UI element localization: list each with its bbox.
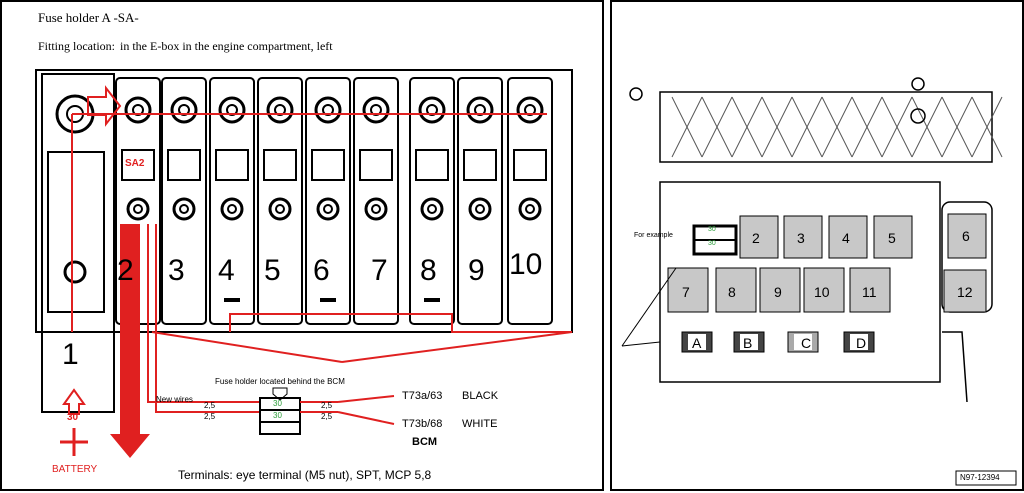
terminal-30-label: 30 [67, 412, 79, 423]
lattice-housing [659, 91, 993, 163]
main-fuse-body [47, 151, 105, 313]
fuse-slot [161, 77, 207, 325]
relay-box-diagram [621, 77, 1017, 486]
mount-hole-left [629, 87, 643, 101]
new-wire-1 [147, 224, 260, 403]
relay-6: 6 [962, 228, 970, 244]
fuse-block-outline [35, 69, 573, 333]
new-wire-2 [155, 224, 260, 413]
fuse-columns [115, 77, 553, 325]
relay-block [759, 267, 801, 313]
relay-8: 8 [728, 284, 736, 300]
relay-block [803, 267, 845, 313]
figure-id-box [955, 470, 1017, 486]
output-arrow [110, 224, 150, 458]
relay-12: 12 [957, 284, 973, 300]
mount-hole-top [911, 77, 925, 91]
inline-fuse-value-2: 30 [273, 411, 282, 420]
relay-block [667, 267, 709, 313]
example-fuse-value-2: 30 [708, 240, 716, 247]
fuse-slot [457, 77, 503, 325]
panel-title: Fuse holder A -SA- [38, 10, 139, 25]
fuse-slot [409, 77, 455, 325]
relay-block [943, 269, 987, 313]
connector-black: T73a/63 [402, 390, 443, 402]
fuse-holder-diagram [35, 69, 573, 458]
fuse-slot [353, 77, 399, 325]
fuse-number-10: 10 [509, 248, 543, 281]
relay-10: 10 [814, 284, 830, 300]
relay-box-panel: For example 30 30 2 3 4 5 6 7 8 9 10 11 … [610, 0, 1024, 491]
fuse-number-2: 2 [117, 254, 134, 287]
terminals-note: Terminals: eye terminal (M5 nut), SPT, M… [178, 468, 432, 482]
down-arrow-icon [272, 387, 288, 401]
terminal-arrow [62, 388, 86, 415]
relay-box-body [659, 181, 941, 383]
color-black: BLACK [462, 390, 499, 402]
connector-a: A [692, 335, 702, 351]
new-wires-label: New wires [156, 395, 193, 404]
fitting-location-value: in the E-box in the engine compartment, … [120, 39, 333, 53]
fuse-number-8: 8 [420, 254, 437, 287]
relay-block [828, 215, 868, 259]
relay-block [715, 267, 757, 313]
fuse-holder-panel: Fuse holder A -SA- Fitting location: in … [0, 0, 604, 491]
connector-white: T73b/68 [402, 418, 443, 430]
fuse-slot [507, 77, 553, 325]
sa2-label: SA2 [125, 158, 145, 169]
relay-block [849, 267, 891, 313]
relay-11: 11 [862, 284, 877, 300]
relay-5: 5 [888, 230, 896, 246]
relay-3: 3 [797, 230, 805, 246]
relay-9: 9 [774, 284, 782, 300]
example-fuse-value-1: 30 [708, 226, 716, 233]
color-white: WHITE [462, 418, 498, 430]
relay-block [739, 215, 779, 259]
wire-size-4: 2,5 [321, 412, 333, 421]
for-example-label: For example [634, 232, 673, 239]
relay-2: 2 [752, 230, 760, 246]
fuse-number-7: 7 [371, 254, 388, 287]
fuse-slot [257, 77, 303, 325]
relay-block [947, 213, 987, 259]
fuse-slot [305, 77, 351, 325]
fuse-holder-note: Fuse holder located behind the BCM [215, 377, 345, 386]
battery-label: BATTERY [52, 464, 98, 475]
figure-id: N97-12394 [960, 473, 1000, 482]
wire-size-3: 2,5 [321, 401, 333, 410]
fuse-number-6: 6 [313, 254, 330, 287]
wire-size-1: 2,5 [204, 401, 216, 410]
fuse-number-5: 5 [264, 254, 281, 287]
wire-size-2: 2,5 [204, 412, 216, 421]
fuse-number-9: 9 [468, 254, 485, 287]
connector-c: C [801, 335, 812, 351]
fuse-number-4: 4 [218, 254, 235, 287]
relay-7: 7 [682, 284, 690, 300]
fuse-number-3: 3 [168, 254, 185, 287]
fuse-slot [209, 77, 255, 325]
fitting-location-label: Fitting location: [38, 39, 115, 53]
relay-block [783, 215, 823, 259]
relay-block [873, 215, 913, 259]
bcm-label: BCM [412, 436, 438, 448]
connector-d: D [856, 335, 867, 351]
main-fuse-bolt [63, 260, 87, 284]
fuse-number-1: 1 [62, 338, 79, 371]
relay-4: 4 [842, 230, 850, 246]
connector-b: B [743, 335, 753, 351]
inline-fuse-value-1: 30 [273, 399, 282, 408]
inline-fuse-holder [259, 397, 301, 435]
feed-arrow [87, 85, 122, 127]
